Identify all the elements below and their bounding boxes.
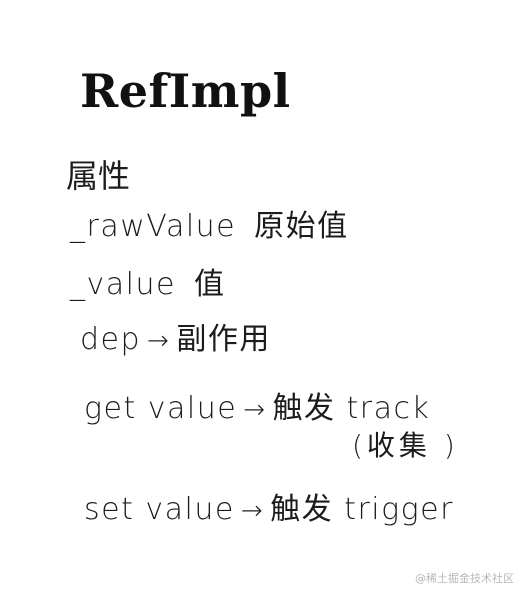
arrow-right-icon: → [243, 395, 267, 425]
rawvalue-desc: 原始值 [254, 209, 349, 244]
arrow-right-icon: → [240, 496, 265, 526]
get-value-desc: 触发 track [272, 391, 431, 426]
get-value-note: (收集 ) [352, 429, 459, 462]
properties-heading: 属性 [66, 157, 131, 195]
value-name: _value [70, 267, 176, 302]
dep-desc: 副作用 [176, 322, 271, 357]
rawvalue-name: _rawValue [70, 209, 237, 244]
page-title: RefImpl [80, 64, 291, 118]
dep-line: dep→副作用 [80, 325, 271, 355]
set-value-desc: 触发 trigger [270, 492, 454, 527]
arrow-right-icon: → [147, 326, 171, 356]
value-desc: 值 [193, 267, 226, 302]
set-value-line: set value→触发 trigger [84, 495, 454, 525]
rawvalue-line: _rawValue 原始值 [70, 212, 349, 242]
get-value-line: get value→触发 track [84, 394, 430, 424]
watermark: @稀土掘金技术社区 [415, 572, 514, 585]
dep-name: dep [80, 322, 142, 357]
get-value-name: get value [84, 391, 238, 426]
set-value-name: set value [84, 492, 235, 527]
value-line: _value 值 [70, 270, 225, 300]
